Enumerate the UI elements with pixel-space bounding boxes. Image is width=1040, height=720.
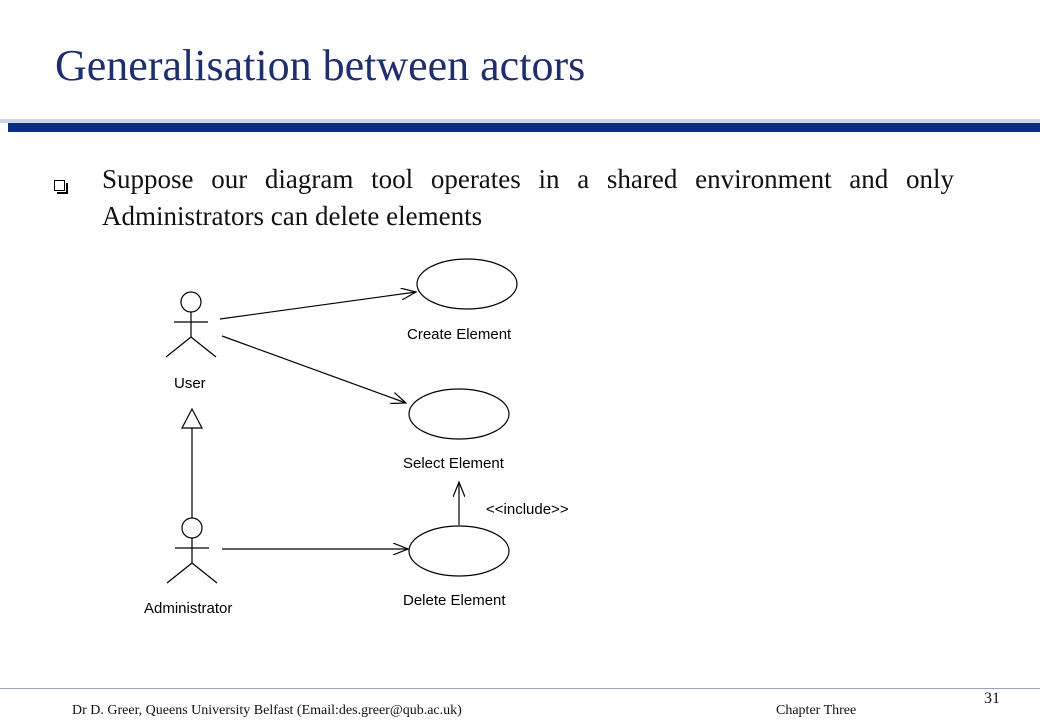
footer-chapter: Chapter Three (776, 703, 857, 718)
select-element-label: Select Element (403, 455, 505, 472)
page-number: 31 (984, 690, 1000, 707)
title-rule (8, 123, 1040, 132)
user-actor-icon (165, 291, 217, 358)
title-rule-light (0, 119, 1040, 123)
select-element-usecase (408, 388, 510, 440)
delete-element-label: Delete Element (403, 592, 506, 609)
user-actor-label: User (174, 375, 206, 392)
generalisation-arrow (181, 407, 203, 518)
slide-title: Generalisation between actors (55, 41, 586, 90)
create-element-label: Create Element (407, 326, 512, 343)
footer-author: Dr D. Greer, Queens University Belfast (… (72, 703, 462, 718)
bullet-text: Suppose our diagram tool operates in a s… (102, 164, 954, 231)
create-element-usecase (416, 258, 518, 310)
administrator-actor-label: Administrator (144, 600, 232, 617)
delete-element-usecase (408, 525, 510, 577)
include-label: <<include>> (486, 501, 569, 518)
user-select-association (221, 335, 406, 403)
user-create-association (219, 292, 416, 320)
footer-divider (0, 688, 1040, 689)
administrator-actor-icon (166, 517, 218, 584)
bullet-square-icon (54, 180, 68, 194)
